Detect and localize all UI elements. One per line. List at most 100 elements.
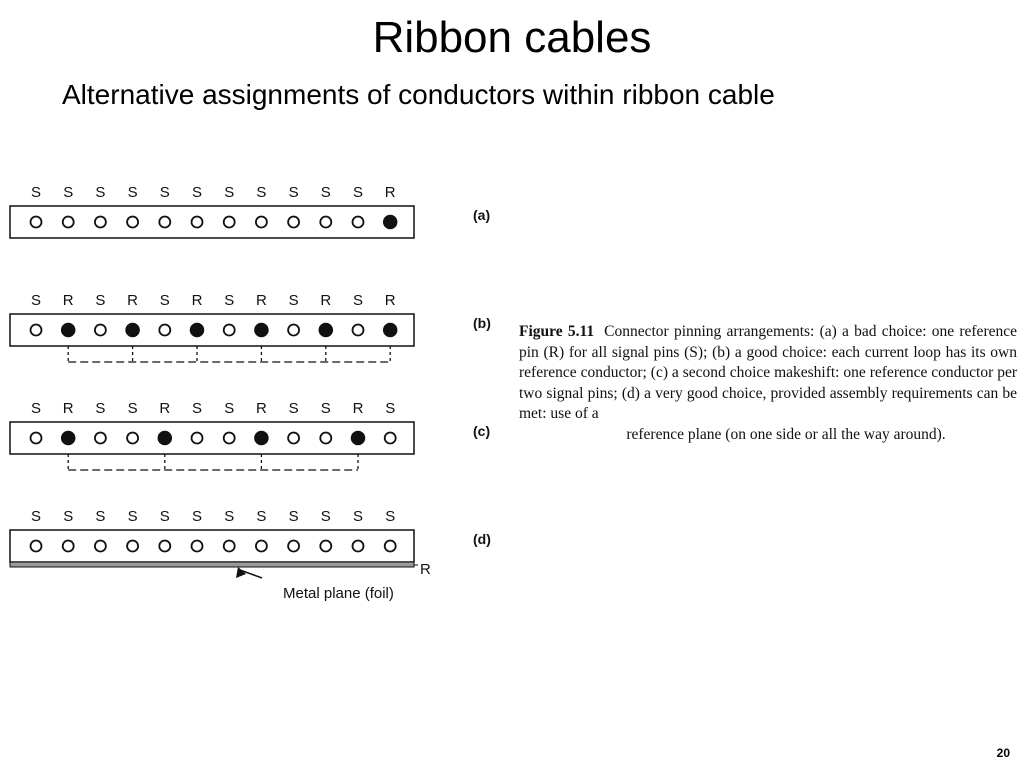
signal-conductor (319, 539, 333, 553)
pin-type-label: S (289, 184, 299, 201)
metal-plane-foil (9, 561, 415, 568)
pin-type-label: R (63, 400, 74, 417)
pin-type-label: S (385, 400, 395, 417)
signal-conductor (287, 539, 301, 553)
pin-type-label: R (385, 184, 396, 201)
pin-type-label: S (128, 184, 138, 201)
signal-conductor (126, 539, 140, 553)
page-number: 20 (996, 746, 1010, 760)
pin-type-label: R (353, 400, 364, 417)
row-label: (c) (473, 423, 490, 439)
reference-conductor (189, 322, 205, 338)
signal-conductor (94, 539, 107, 553)
reference-conductor (125, 322, 140, 338)
reference-conductor (350, 430, 366, 446)
slide-title: Ribbon cables (372, 13, 652, 62)
pin-type-label: S (95, 508, 105, 525)
reference-conductor (318, 322, 334, 338)
signal-conductor (126, 215, 140, 229)
annotation-arrow-shaft (239, 569, 263, 579)
signal-conductor (287, 323, 301, 337)
pin-type-label: S (31, 184, 41, 201)
pin-type-label: S (289, 292, 299, 309)
plane-annotation: Metal plane (foil) (283, 585, 394, 602)
pin-type-label: S (128, 508, 138, 525)
signal-conductor (222, 431, 236, 445)
slide-subtitle: Alternative assignments of conductors wi… (62, 79, 775, 110)
signal-conductor (351, 539, 365, 553)
signal-conductor (190, 539, 204, 553)
pin-type-label: S (321, 508, 331, 525)
signal-conductor (287, 215, 301, 229)
pin-type-label: S (385, 508, 395, 525)
annotation-arrow-head (236, 567, 246, 578)
signal-conductor (351, 323, 365, 337)
signal-conductor (222, 539, 236, 553)
pin-type-label: R (256, 400, 267, 417)
pin-type-label: S (224, 508, 234, 525)
pin-type-label: S (321, 400, 331, 417)
signal-conductor (351, 215, 365, 229)
pin-type-label: S (353, 292, 363, 309)
pin-type-label: R (127, 292, 138, 309)
pin-type-label: S (63, 508, 73, 525)
signal-conductor (190, 215, 204, 229)
pin-type-label: R (192, 292, 203, 309)
pin-type-label: S (95, 400, 105, 417)
pin-type-label: S (95, 184, 105, 201)
pin-type-label: S (256, 508, 266, 525)
pin-type-label: S (289, 400, 299, 417)
pin-type-label: S (353, 508, 363, 525)
row-label: (b) (473, 315, 491, 331)
signal-conductor (383, 431, 397, 445)
pin-type-label: S (160, 292, 170, 309)
signal-conductor (94, 323, 107, 337)
pin-type-label: S (289, 508, 299, 525)
pin-type-label: S (192, 508, 202, 525)
signal-conductor (29, 215, 43, 229)
reference-conductor (382, 322, 398, 338)
row-label: (a) (473, 207, 490, 223)
signal-conductor (94, 431, 107, 445)
reference-conductor (254, 430, 269, 446)
signal-conductor (383, 539, 397, 553)
row-label: (d) (473, 531, 491, 547)
signal-conductor (319, 431, 333, 445)
pin-type-label: S (160, 184, 170, 201)
pin-type-label: S (321, 184, 331, 201)
pin-type-label: S (31, 508, 41, 525)
signal-conductor (222, 215, 236, 229)
pin-type-label: S (192, 400, 202, 417)
signal-conductor (29, 539, 43, 553)
reference-conductor (382, 214, 398, 230)
ribbon-cable-outline (9, 205, 415, 239)
signal-conductor (287, 431, 301, 445)
figure-caption-text-end: reference plane (on one side or all the … (626, 425, 946, 443)
pin-type-label: R (159, 400, 170, 417)
signal-conductor (94, 215, 107, 229)
pin-type-label: S (224, 400, 234, 417)
plane-reference-label: R (420, 561, 431, 578)
signal-conductor (29, 431, 43, 445)
pin-type-label: R (63, 292, 74, 309)
pin-type-label: R (256, 292, 267, 309)
signal-conductor (254, 215, 268, 229)
pin-type-label: S (353, 184, 363, 201)
figure-caption-label: Figure 5.11 (519, 323, 595, 340)
reference-conductor (254, 322, 269, 338)
signal-conductor (222, 323, 236, 337)
pin-type-label: S (31, 400, 41, 417)
pin-type-label: S (95, 292, 105, 309)
signal-conductor (61, 215, 75, 229)
ribbon-cable-outline (9, 421, 415, 455)
pin-type-label: R (320, 292, 331, 309)
pin-type-label: S (63, 184, 73, 201)
signal-conductor (61, 539, 75, 553)
signal-conductor (158, 539, 172, 553)
pin-type-label: S (256, 184, 266, 201)
figure-caption-text: Connector pinning arrangements: (a) a ba… (519, 323, 1017, 422)
pin-type-label: S (192, 184, 202, 201)
signal-conductor (158, 215, 172, 229)
signal-conductor (126, 431, 140, 445)
